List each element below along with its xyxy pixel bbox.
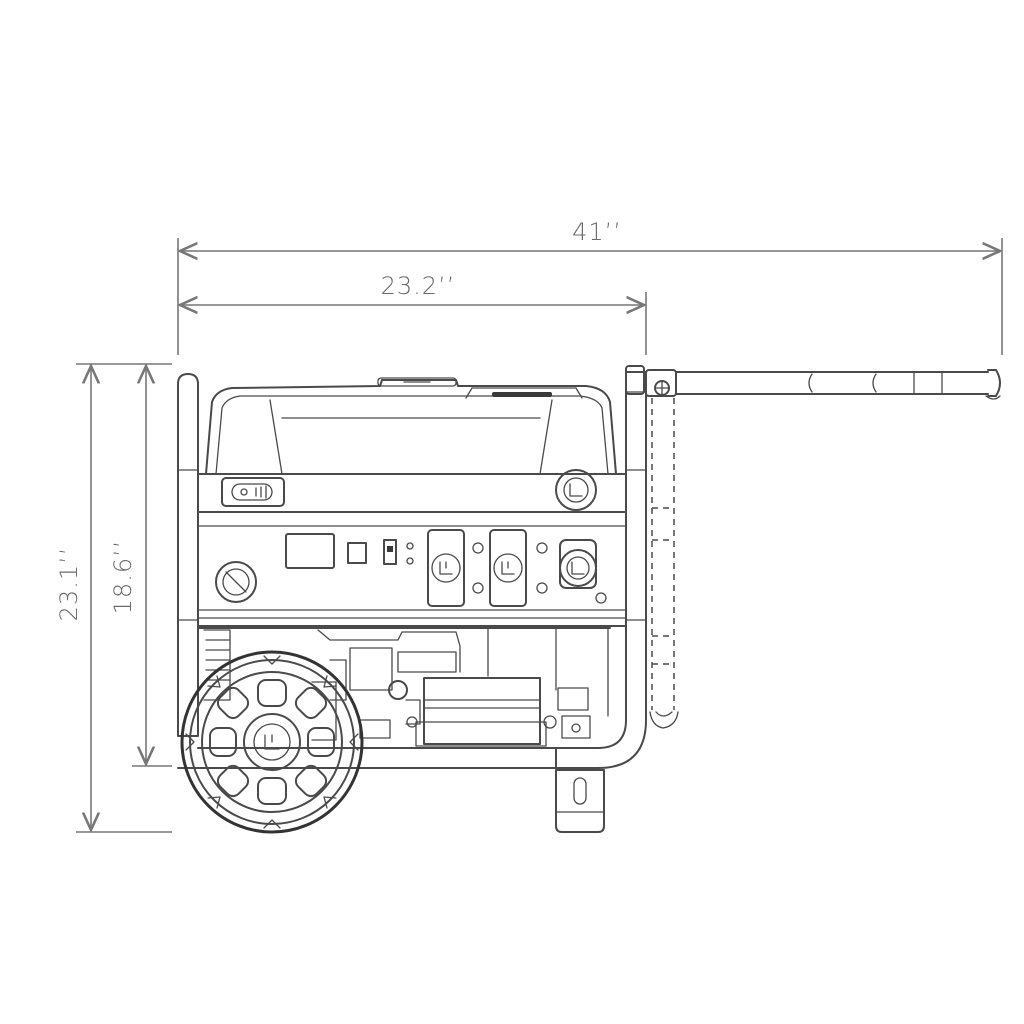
overall-length-label: 41’’: [572, 218, 622, 246]
body-length-label: 23.2’’: [381, 272, 456, 300]
rocker-switch: [383, 539, 397, 565]
handle: [625, 365, 1001, 729]
dimension-labels: 41’’ 23.2’’ 23.1’’ 18.6’’: [55, 218, 622, 622]
wheel: [180, 650, 364, 834]
outlet-1: [427, 529, 484, 607]
choke-knob: [215, 561, 257, 603]
handle-folded-position: [649, 398, 679, 729]
engine: [197, 627, 611, 747]
fuel-tank: [205, 377, 617, 475]
muffler: [415, 677, 547, 747]
outlet-2: [489, 529, 548, 607]
twist-lock-outlet: [559, 539, 607, 604]
frame: [177, 371, 647, 833]
top-outlet: [555, 469, 597, 511]
remote-start-badge: [221, 477, 285, 507]
rubber-foot: [555, 769, 605, 833]
overall-height-label: 23.1’’: [55, 547, 83, 622]
dimension-lines: [76, 238, 1003, 833]
hour-meter: [285, 533, 335, 569]
main-switch: [347, 542, 367, 564]
control-panel: [197, 469, 627, 627]
wheel-spokes: [209, 679, 335, 805]
body-height-label: 18.6’’: [109, 540, 137, 615]
